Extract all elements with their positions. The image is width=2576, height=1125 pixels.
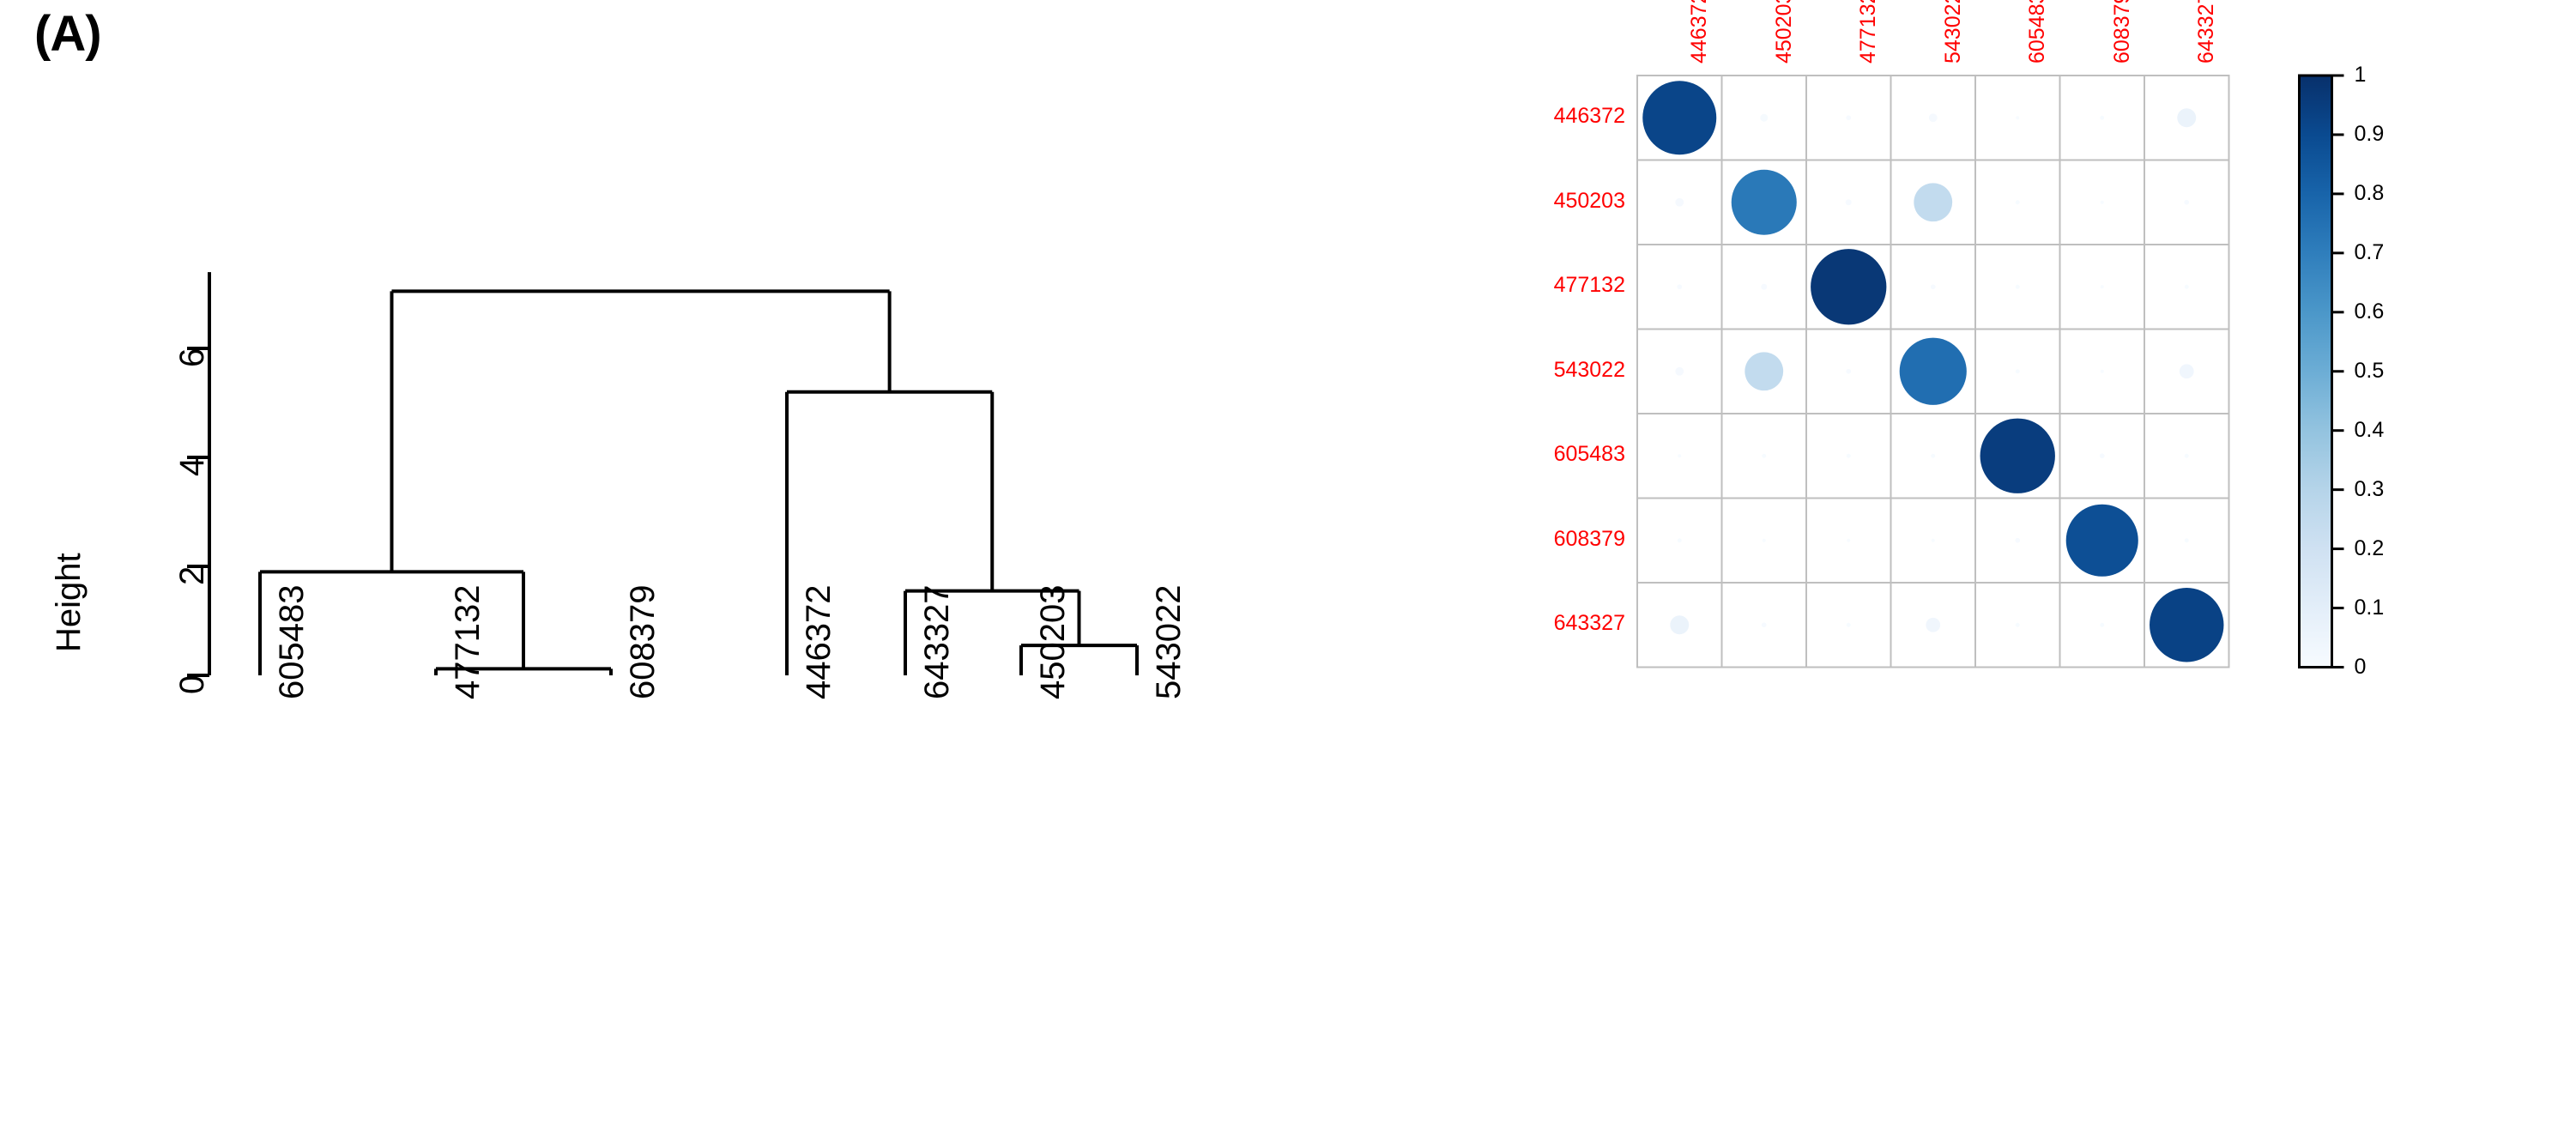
dendrogram-leaf-label-477132: 477132 [449, 584, 487, 699]
matrix-circle-5-4 [2015, 537, 2021, 543]
matrix-circle-1-4 [2015, 200, 2020, 205]
matrix-circle-4-0 [1678, 454, 1682, 458]
matrix-circle-5-2 [1847, 538, 1851, 542]
matrix-circle-4-1 [1762, 453, 1767, 458]
matrix-circle-6-4 [2015, 622, 2020, 627]
matrix-circle-4-3 [1931, 453, 1936, 458]
matrix-row-label-543022: 543022 [1553, 357, 1625, 382]
legend-colorbar [2298, 74, 2333, 668]
matrix-circle-0-0 [1642, 81, 1717, 155]
matrix-circle-5-6 [2184, 538, 2189, 543]
matrix-circle-6-6 [2150, 588, 2224, 662]
matrix-circle-5-1 [1762, 538, 1766, 542]
matrix-circle-0-5 [2100, 115, 2105, 120]
dendrogram-leaf-label-446372: 446372 [800, 584, 838, 699]
matrix-cell-2-1 [1720, 244, 1807, 330]
legend-tick-label-6: 0.4 [2354, 417, 2385, 442]
matrix-col-label-450203: 450203 [1771, 0, 1796, 64]
matrix-circle-0-2 [1846, 115, 1852, 121]
dendrogram-merge-5 [390, 289, 892, 572]
matrix-circle-2-0 [1677, 284, 1683, 290]
matrix-row-label-450203: 450203 [1553, 188, 1625, 213]
legend-tick-label-2: 0.8 [2354, 180, 2385, 205]
dendrogram-leaf-label-608379: 608379 [624, 584, 662, 699]
y-tick-label-1: 2 [173, 566, 211, 585]
matrix-circle-3-0 [1675, 366, 1684, 376]
matrix-circle-1-2 [1845, 199, 1852, 206]
dendrogram-leaf-label-450203: 450203 [1034, 584, 1072, 699]
y-axis-title: Height [50, 553, 88, 652]
matrix-circle-0-4 [2016, 116, 2020, 120]
dendrogram-leaf-label-605483: 605483 [273, 584, 311, 699]
matrix-col-label-605483: 605483 [2025, 0, 2050, 64]
matrix-circle-3-4 [2015, 369, 2020, 374]
dendrogram-plot [187, 272, 1139, 677]
panel-b-correlation-matrix: (B) 446372450203477132543022605483608379… [1330, 0, 2576, 1125]
matrix-col-label-446372: 446372 [1687, 0, 1712, 64]
matrix-circle-2-1 [1761, 283, 1768, 290]
matrix-circle-3-6 [2179, 364, 2194, 379]
matrix-circle-4-6 [2184, 453, 2189, 458]
matrix-circle-4-4 [1980, 418, 2055, 493]
legend-tick-label-3: 0.7 [2354, 239, 2385, 264]
matrix-row-label-605483: 605483 [1553, 442, 1625, 467]
matrix-circle-6-5 [2100, 622, 2105, 627]
matrix-circle-1-3 [1914, 183, 1953, 222]
matrix-circle-4-5 [2099, 453, 2105, 459]
dendrogram-leaf-label-543022: 543022 [1150, 584, 1188, 699]
legend-tick-label-8: 0.2 [2354, 535, 2385, 560]
matrix-circle-5-5 [2065, 504, 2138, 577]
y-tick-label-0: 0 [173, 674, 211, 694]
y-tick-label-2: 4 [173, 457, 211, 476]
legend-tick-label-7: 0.3 [2354, 476, 2385, 501]
matrix-circle-5-3 [1931, 538, 1935, 542]
matrix-circle-2-4 [2015, 284, 2020, 289]
matrix-circle-6-1 [1761, 622, 1767, 628]
matrix-circle-3-1 [1745, 352, 1784, 391]
matrix-circle-1-1 [1731, 169, 1797, 235]
matrix-circle-6-0 [1670, 615, 1690, 635]
matrix-row-label-608379: 608379 [1553, 526, 1625, 551]
matrix-circle-2-3 [1930, 284, 1936, 290]
matrix-cell-0-1 [1720, 75, 1807, 161]
matrix-circle-1-5 [2100, 200, 2104, 204]
matrix-circle-0-1 [1760, 113, 1769, 122]
matrix-col-label-477132: 477132 [1856, 0, 1881, 64]
matrix-circle-1-6 [2184, 199, 2190, 205]
matrix-row-label-643327: 643327 [1553, 611, 1625, 636]
y-tick-label-3: 6 [173, 348, 211, 367]
legend-tick-label-1: 0.9 [2354, 121, 2385, 146]
matrix-circle-2-6 [2184, 284, 2189, 289]
matrix-circle-4-2 [1846, 453, 1851, 458]
matrix-col-label-608379: 608379 [2109, 0, 2134, 64]
matrix-circle-2-5 [2100, 285, 2104, 289]
matrix-circle-3-2 [1846, 368, 1852, 374]
matrix-circle-3-5 [2100, 369, 2104, 373]
dendrogram-leaf-label-643327: 643327 [918, 584, 956, 699]
matrix-col-label-543022: 543022 [1940, 0, 1965, 64]
matrix-col-label-643327: 643327 [2194, 0, 2219, 64]
matrix-row-label-446372: 446372 [1553, 104, 1625, 129]
matrix-cell-1-0 [1636, 159, 1723, 245]
legend-tick-label-0: 1 [2354, 63, 2367, 87]
matrix-circle-0-6 [2177, 108, 2197, 128]
legend-tick-label-4: 0.6 [2354, 299, 2385, 324]
matrix-circle-6-3 [1926, 617, 1941, 632]
panel-a-label: (A) [34, 6, 102, 62]
matrix-row-label-477132: 477132 [1553, 273, 1625, 298]
matrix-circle-5-0 [1677, 538, 1682, 543]
matrix-circle-6-2 [1846, 622, 1851, 627]
legend-tick-label-5: 0.5 [2354, 358, 2385, 383]
matrix-circle-2-2 [1811, 249, 1887, 325]
legend-tick-label-9: 0.1 [2354, 595, 2385, 620]
matrix-circle-3-3 [1899, 337, 1967, 405]
matrix-circle-0-3 [1928, 113, 1938, 123]
correlation-matrix-plot [1636, 74, 2344, 668]
matrix-circle-1-0 [1675, 197, 1684, 207]
legend-tick-label-10: 0 [2354, 654, 2367, 679]
